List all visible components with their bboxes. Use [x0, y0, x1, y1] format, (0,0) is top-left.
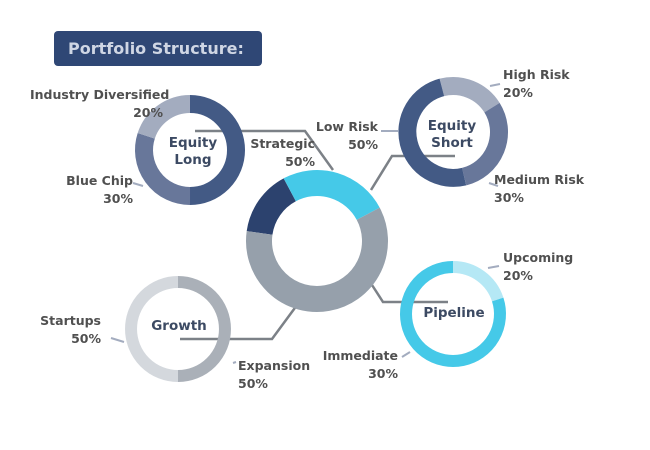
tick-mediumrisk	[488, 182, 499, 187]
label-upcoming-name: Upcoming	[503, 250, 574, 265]
segment-expansion	[177, 276, 231, 382]
segment-industry-diversified	[137, 95, 191, 140]
label-strategic-name: Strategic	[250, 136, 315, 151]
label-expansion-pct: 50%	[238, 376, 268, 391]
pipeline-center-line1: Pipeline	[423, 305, 485, 321]
label-high-risk: High Risk 20%	[503, 66, 570, 102]
label-industry-diversified-name: Industry Diversified	[30, 87, 170, 102]
segment-startups	[125, 276, 179, 382]
connector-pipeline	[370, 284, 448, 304]
tick-bluechip	[132, 182, 144, 187]
label-immediate: Immediate 30%	[310, 347, 398, 383]
tick-immediate	[401, 351, 411, 358]
equity-long-center-line1: Equity	[168, 135, 218, 151]
label-startups-pct: 50%	[71, 331, 101, 346]
label-startups-name: Startups	[40, 313, 101, 328]
ring-equity-long	[135, 95, 245, 205]
label-upcoming: Upcoming 20%	[503, 249, 573, 285]
segment-growth	[246, 207, 388, 312]
label-high-risk-name: High Risk	[503, 67, 570, 82]
label-blue-chip: Blue Chip 30%	[60, 172, 133, 208]
growth-center-line1: Growth	[151, 318, 207, 334]
tick-highrisk	[489, 83, 501, 87]
label-immediate-name: Immediate	[322, 348, 398, 363]
equity-short-center-line2: Short	[431, 135, 473, 151]
segment-immediate	[400, 261, 506, 367]
segment-equity-short	[246, 178, 297, 236]
ring-center	[246, 170, 388, 312]
connector-equity-short	[369, 154, 455, 191]
label-industry-diversified-pct: 20%	[133, 105, 163, 120]
ring-equity-short	[398, 77, 508, 187]
label-industry-diversified: Industry Diversified 20%	[30, 86, 170, 122]
label-medium-risk-pct: 30%	[494, 190, 524, 205]
segment-blue-chip	[135, 133, 191, 205]
label-immediate-pct: 30%	[368, 366, 398, 381]
label-low-risk: Low Risk 50%	[310, 118, 378, 154]
equity-long-center-label: Equity Long	[163, 135, 223, 169]
label-strategic-pct: 50%	[285, 154, 315, 169]
connector-growth	[180, 300, 302, 341]
ring-pipeline	[400, 261, 506, 367]
segment-medium-risk	[461, 102, 508, 186]
tick-upcoming	[487, 265, 500, 269]
pipeline-center-label: Pipeline	[414, 305, 494, 322]
label-medium-risk: Medium Risk 30%	[494, 171, 584, 207]
equity-long-center-line2: Long	[174, 152, 212, 168]
label-high-risk-pct: 20%	[503, 85, 533, 100]
label-medium-risk-name: Medium Risk	[494, 172, 585, 187]
growth-center-label: Growth	[144, 318, 214, 335]
segment-high-risk	[439, 77, 500, 113]
segment-upcoming	[452, 261, 504, 302]
tick-startups	[110, 337, 125, 343]
ring-growth	[125, 276, 231, 382]
label-strategic: Strategic 50%	[240, 135, 315, 171]
segment-strategic	[189, 95, 245, 205]
equity-short-center-label: Equity Short	[422, 118, 482, 152]
label-blue-chip-name: Blue Chip	[66, 173, 133, 188]
label-blue-chip-pct: 30%	[103, 191, 133, 206]
tick-expansion	[232, 361, 237, 364]
equity-short-center-line1: Equity	[427, 118, 477, 134]
label-expansion: Expansion 50%	[238, 357, 310, 393]
label-low-risk-pct: 50%	[348, 137, 378, 152]
segment-pipeline	[283, 170, 380, 221]
segment-low-risk	[398, 78, 467, 187]
label-expansion-name: Expansion	[238, 358, 311, 373]
label-startups: Startups 50%	[30, 312, 101, 348]
label-upcoming-pct: 20%	[503, 268, 533, 283]
page-title: Portfolio Structure:	[54, 31, 262, 66]
label-low-risk-name: Low Risk	[315, 119, 378, 134]
